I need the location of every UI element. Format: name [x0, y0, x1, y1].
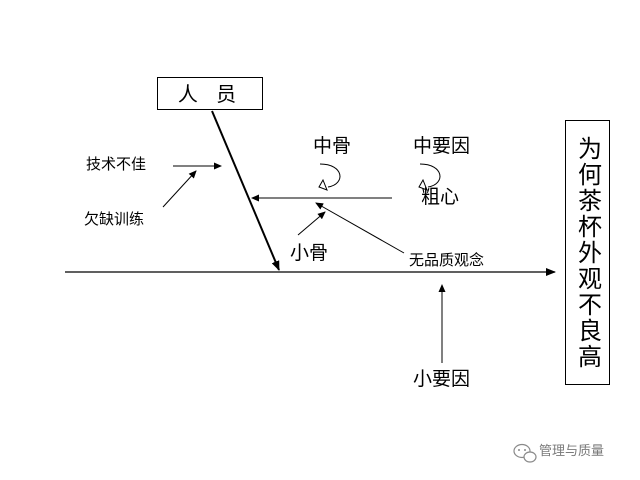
watermark-text: 管理与质量: [539, 444, 605, 459]
wechat-icon: [513, 443, 537, 463]
category-label: 人 员: [177, 81, 243, 106]
category-box: [157, 77, 263, 110]
curved-arrow-middle-bone: [318, 163, 341, 191]
effect-label: 为何茶杯外观不良高: [573, 135, 602, 370]
middle-factor-label: 中要因: [413, 135, 471, 157]
category-bone: [211, 110, 280, 271]
small-bone-arrow: [297, 211, 326, 236]
curved-arrow-middle-factor: [418, 163, 441, 191]
cause4-arrow: [315, 202, 405, 254]
small-factor-label: 小要因: [413, 368, 471, 390]
middle-bone-label: 中骨: [313, 135, 352, 157]
small-bone-label: 小骨: [290, 242, 329, 264]
cause-label-2: 欠缺训练: [84, 210, 145, 228]
cause-label-3: 粗心: [421, 186, 460, 208]
effect-label-wrap: 为何茶杯外观不良高: [565, 120, 610, 385]
effect-box: [565, 120, 610, 385]
cause2-arrow: [162, 170, 197, 208]
cause-label-4: 无品质观念: [409, 251, 485, 269]
cause-label-1: 技术不佳: [86, 155, 147, 173]
